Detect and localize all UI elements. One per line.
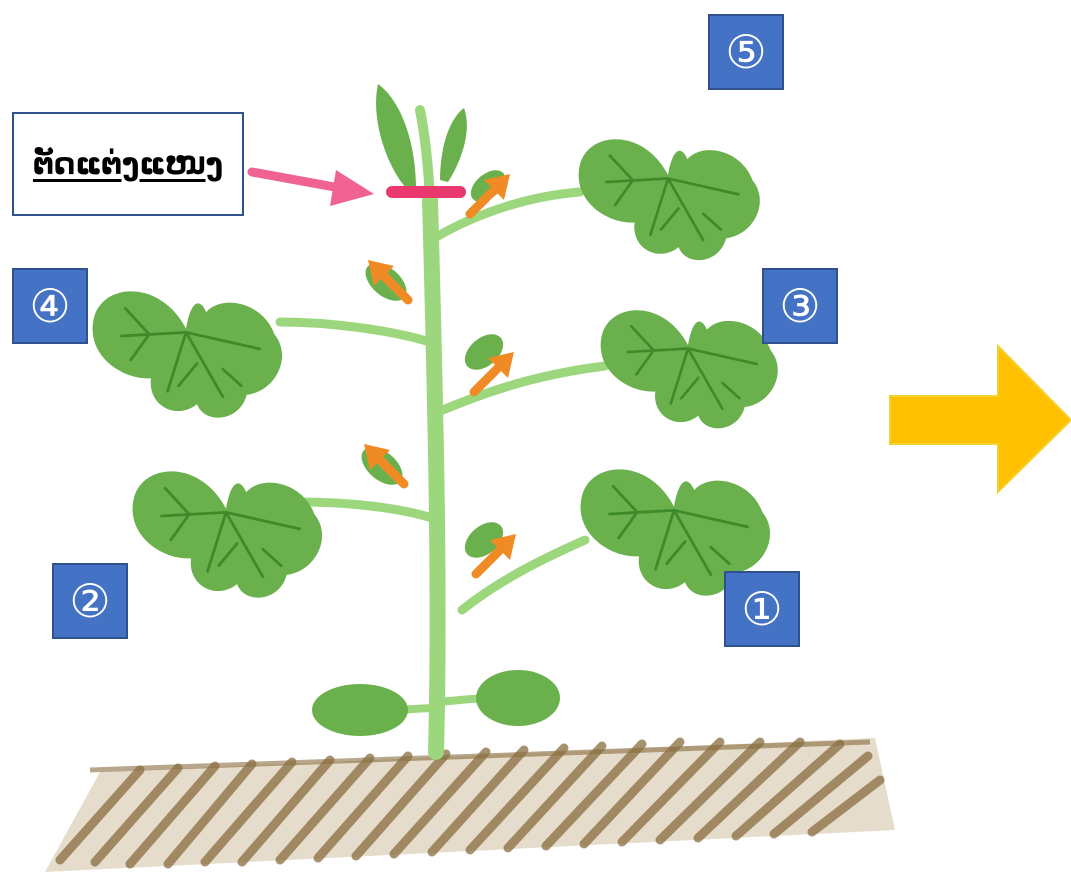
top-shoot-leaf (376, 84, 416, 190)
leaf-middle-right (599, 308, 780, 430)
leaf-lower-left (131, 469, 324, 600)
cut-mark (386, 186, 466, 198)
pink-arrow-icon (247, 167, 374, 206)
marker-3: ③ (762, 268, 838, 344)
marker-2-label: ② (69, 574, 111, 628)
pruning-callout-label: ຕັດແຕ່ງແໜງ (32, 146, 224, 182)
marker-4: ④ (12, 268, 88, 344)
side-bud (464, 522, 504, 558)
pruning-callout-box: ຕັດແຕ່ງແໜງ (12, 112, 244, 216)
marker-1-label: ① (741, 582, 783, 636)
leaf-upper-left (91, 289, 284, 420)
top-shoot-leaf (440, 108, 467, 182)
marker-1: ① (724, 571, 800, 647)
marker-4-label: ④ (29, 279, 71, 333)
yellow-right-arrow-icon (889, 343, 1071, 495)
seed-leaf-right (476, 670, 560, 726)
plant-stem (275, 105, 610, 760)
marker-5-label: ⑤ (725, 25, 767, 79)
marker-3-label: ③ (779, 279, 821, 333)
marker-2: ② (52, 563, 128, 639)
leaf-top-right (577, 137, 762, 262)
marker-5: ⑤ (708, 14, 784, 90)
soil (45, 737, 895, 872)
seed-leaf-left (312, 684, 408, 736)
